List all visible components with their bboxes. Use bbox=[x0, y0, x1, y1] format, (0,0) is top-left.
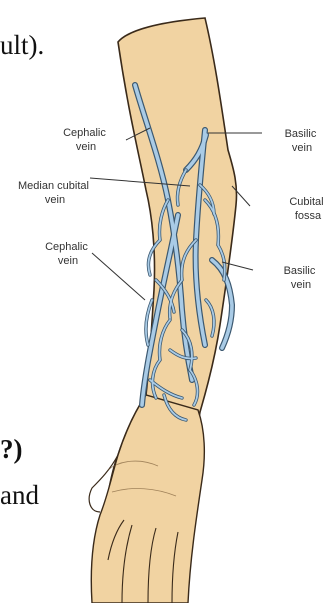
label-basilic-vein-upper: Basilic vein bbox=[285, 128, 320, 154]
hand-outline bbox=[91, 395, 204, 603]
label-cubital-fossa: Cubital fossa bbox=[289, 196, 326, 222]
label-basilic-vein-lower: Basilic vein bbox=[284, 265, 319, 291]
label-median-cubital-vein: Median cubital vein bbox=[18, 180, 92, 206]
label-cephalic-vein-upper: Cephalic vein bbox=[63, 127, 109, 153]
label-cephalic-vein-lower: Cephalic vein bbox=[45, 241, 91, 267]
